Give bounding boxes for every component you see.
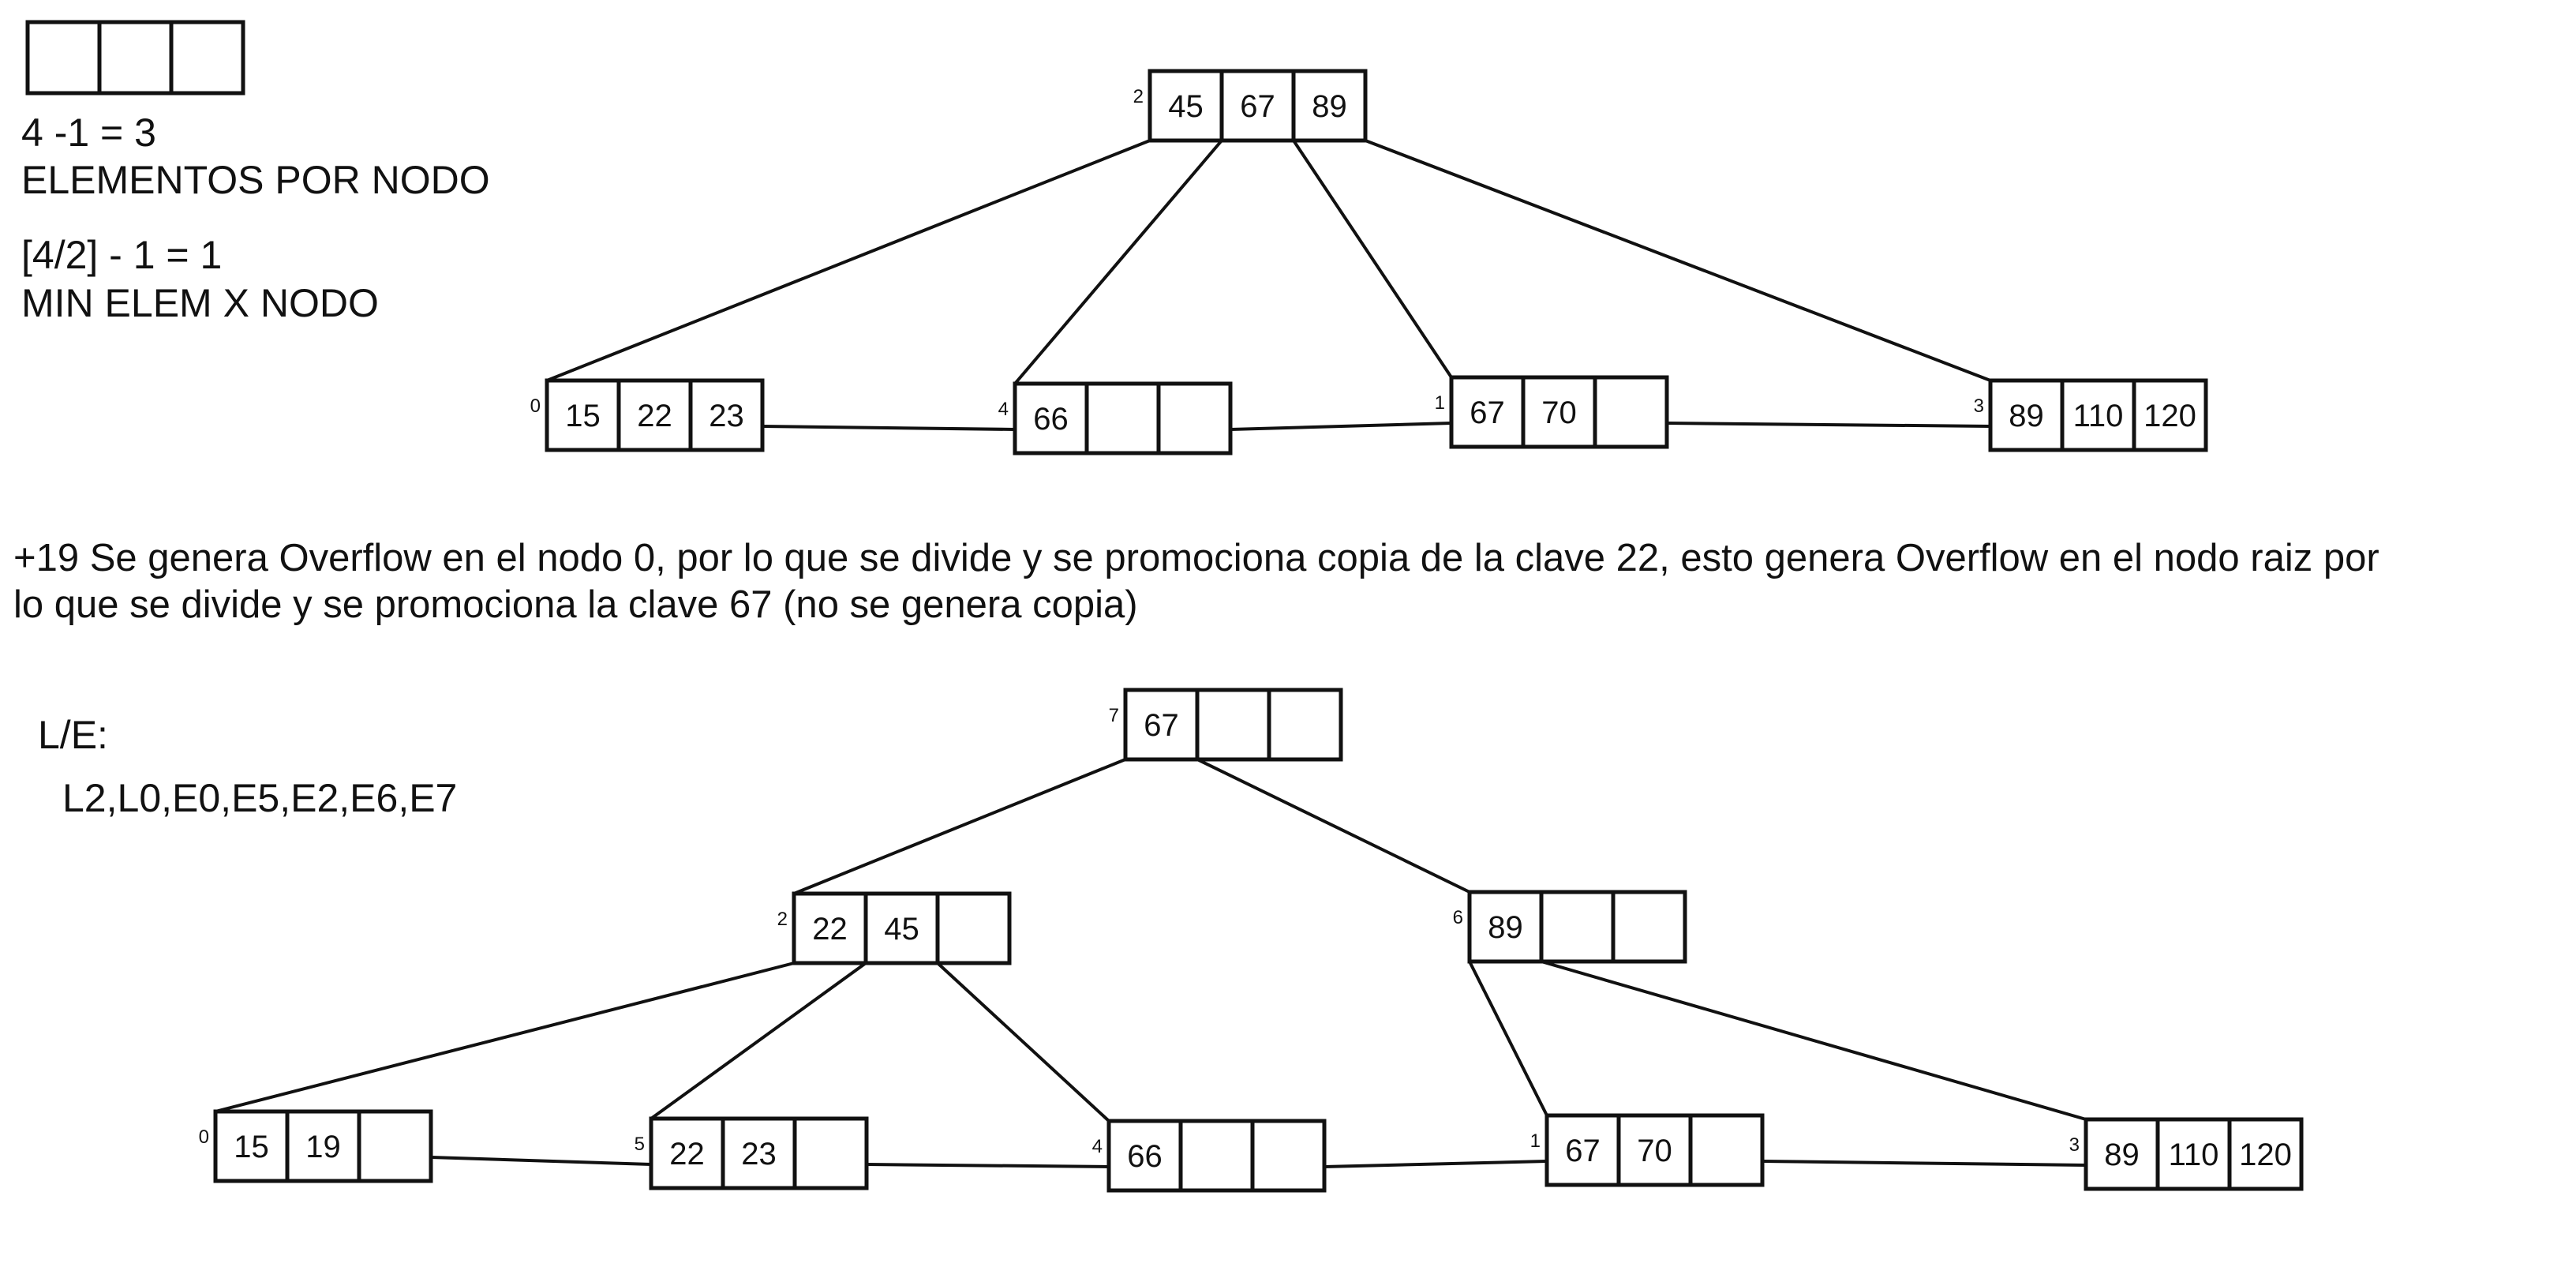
node-key: 67 [1240,89,1275,124]
leaf-link [1324,1160,1548,1168]
node-id: 1 [1530,1130,1541,1152]
node-box [1123,688,1343,762]
node-box [1106,1119,1327,1193]
node-key: 22 [669,1137,705,1171]
tree-edge [793,758,1126,895]
tree-edge [1013,139,1223,385]
node-key: 22 [812,912,848,947]
tree-edge [546,139,1151,382]
node-box [1467,890,1687,964]
leaf-link [1666,422,1991,428]
tree-edge [1468,961,1548,1116]
node-key: 23 [709,399,744,433]
node-id: 5 [635,1134,645,1155]
tree-edge [1541,960,2087,1121]
node-key: 67 [1565,1134,1601,1168]
btree-node-4: 4 66 [998,381,1233,455]
node-box [1988,378,2208,452]
tree-edge [1365,139,1991,382]
node-id: 3 [1974,395,1984,417]
node-key: 66 [1127,1139,1163,1174]
node-id: 4 [1092,1136,1103,1157]
max-elements-label: ELEMENTOS POR NODO [21,158,490,202]
btree-node-5: 5 22 23 [635,1116,869,1190]
node-box [213,1109,433,1183]
btree-node-3: 3 89 110 120 [1974,378,2208,452]
node-id: 7 [1109,705,1119,726]
tree-edge [1292,139,1453,379]
leaf-link [430,1156,652,1166]
node-key: 120 [2239,1138,2292,1172]
node-id: 6 [1453,907,1463,928]
read-write-sequence: L2,L0,E0,E5,E2,E6,E7 [62,776,458,820]
node-key: 89 [1488,910,1523,945]
leaf-link [762,425,1016,431]
btree-node-1: 1 67 70 [1530,1113,1765,1187]
tree-edge [1196,758,1470,894]
node-key: 110 [2169,1138,2219,1172]
node-box [1148,69,1368,143]
node-id: 0 [530,395,541,417]
explanation-line-2: lo que se divide y se promociona la clav… [13,583,1138,626]
node-key: 70 [1541,395,1577,430]
node-key: 120 [2144,399,2196,433]
node-id: 4 [998,399,1009,420]
node-key: 19 [305,1130,341,1164]
btree-node-4: 4 66 [1092,1119,1327,1193]
leaf-link [1762,1160,2087,1167]
legend-node-box [25,20,245,96]
node-key: 22 [637,399,672,433]
btree-node-3: 3 89 110 120 [2069,1117,2304,1191]
node-box [545,378,765,452]
tree-edge [650,961,867,1120]
node-key: 23 [741,1137,777,1171]
btree-node-6: 6 89 [1453,890,1687,964]
node-box [1544,1113,1765,1187]
node-key: 89 [2009,399,2044,433]
max-elements-formula: 4 -1 = 3 [21,111,156,155]
tree-edge [215,961,795,1113]
btree-node-2: 2 45 67 89 [1133,69,1368,143]
node-key: 15 [234,1130,269,1164]
node-box [1449,375,1669,449]
node-key: 70 [1637,1134,1672,1168]
read-write-label: L/E: [38,713,108,757]
min-elements-label: MIN ELEM X NODO [21,281,379,325]
btree-node-1: 1 67 70 [1435,375,1669,449]
node-key: 15 [565,399,601,433]
explanation-line-1: +19 Se genera Overflow en el nodo 0, por… [13,537,2379,579]
node-key: 66 [1033,402,1069,437]
node-key: 67 [1470,395,1505,430]
node-box [2084,1117,2304,1191]
btree-node-7: 7 67 [1109,688,1343,762]
btree-node-0: 0 15 22 23 [530,378,765,452]
node-key: 89 [2104,1138,2140,1172]
node-key: 110 [2073,399,2124,433]
node-key: 45 [1168,89,1204,124]
node-box [1013,381,1233,455]
tree-edge [936,961,1110,1123]
node-id: 1 [1435,392,1445,414]
node-key: 45 [884,912,919,947]
node-key: 67 [1144,708,1179,743]
node-id: 0 [199,1126,209,1148]
node-key: 89 [1312,89,1347,124]
node-box [649,1116,869,1190]
node-id: 2 [777,909,788,930]
node-id: 3 [2069,1134,2080,1156]
btree-node-0: 0 15 19 [199,1109,433,1183]
min-elements-formula: [4/2] - 1 = 1 [21,233,223,277]
node-box [792,891,1012,965]
leaf-link [866,1163,1110,1168]
leaf-link [1230,422,1452,431]
node-id: 2 [1133,86,1144,107]
